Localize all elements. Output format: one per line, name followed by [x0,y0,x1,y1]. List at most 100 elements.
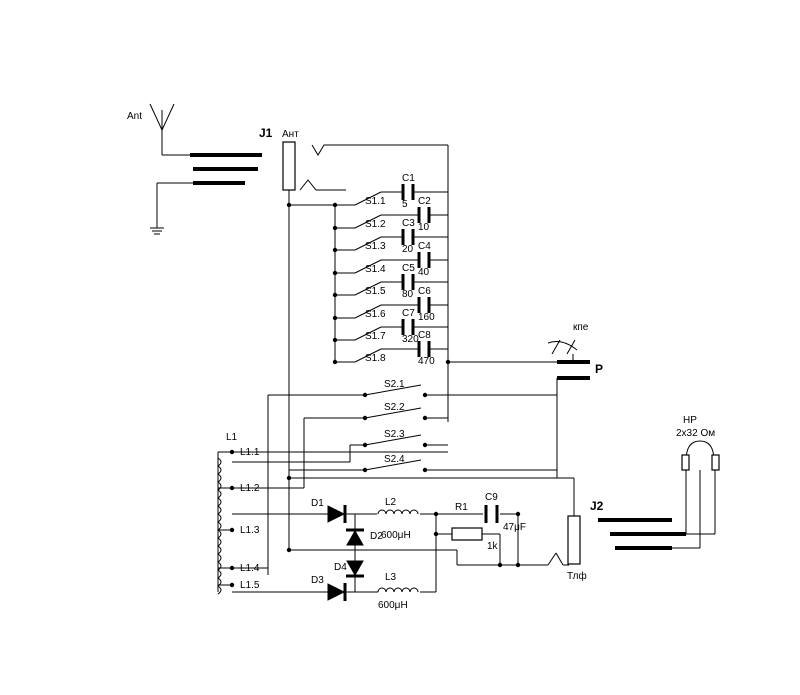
capacitor-value: 470 [418,356,435,367]
junction-dot [422,467,428,473]
junction-dot [286,475,292,481]
switch-label: S1.6 [365,309,386,320]
jack-j2 [547,477,686,566]
junction-dot [229,582,235,588]
switch-s1-4 [354,259,382,274]
diode-d2 [346,528,364,546]
bus-wires [288,145,557,550]
capacitor-label: C7 [402,308,415,319]
variable-cap-label: кпе [573,322,589,333]
junction-dot [286,202,292,208]
antenna-label: Ant [127,111,142,122]
capacitor-bank: S1.1C15S1.2C210S1.3C320S1.4C440S1.5C580S… [286,173,451,367]
junction-dot [229,485,235,491]
variable-cap-plate-label: P [595,362,603,376]
junction-dot [433,511,439,517]
capacitor-label: C2 [418,196,431,207]
switch-label: S2.1 [384,379,405,390]
junction-dot [445,359,451,365]
jack-j2-pin-label: Тлф [567,570,587,582]
junction-dot [332,270,338,276]
jack-j1-spring [299,144,448,191]
switch-s1-5 [354,281,382,296]
junction-dot [332,247,338,253]
capacitor-label: C1 [402,173,415,184]
capacitor-value: 10 [418,222,430,233]
capacitor-label: C8 [418,330,431,341]
junction-dot [515,511,521,517]
switch-s1-1 [354,191,382,206]
junction-dot [497,562,503,568]
junction-dot [515,562,521,568]
antenna-symbol [149,103,190,156]
junction-dot [332,315,338,321]
switch-s2-1 [364,384,422,396]
junction-dot [422,415,428,421]
junction-dot [332,202,338,208]
capacitor-value: 5 [402,199,408,210]
switch-s2-bank: S2.1S2.2S2.3S2.4 [232,379,558,575]
variable-capacitor [547,339,590,478]
choke-l2-label: L2 [385,497,397,508]
jack-j1-contacts [190,153,262,185]
switch-s2-2 [364,407,422,419]
switch-s1-3 [354,236,382,251]
junction-dot [332,225,338,231]
switch-s1-7 [354,326,382,341]
junction-dot [332,292,338,298]
coil-tap-label: L1.3 [240,525,260,536]
switch-s1-2 [354,214,382,229]
ground-symbol [150,182,193,235]
diode-d1 [327,505,347,523]
switch-label: S2.3 [384,429,405,440]
switch-label: S2.2 [384,402,405,413]
detector-wiring [232,513,548,593]
switch-s2-4 [364,459,422,471]
headphones-icon [672,440,720,549]
resistor-r1-value: 1k [487,541,499,552]
coil-tap-label: L1.2 [240,483,260,494]
capacitor-value: 160 [418,312,435,323]
headphones-label: HP [683,415,697,426]
jack-j2-label: J2 [590,499,604,513]
resistor-r1-label: R1 [455,502,468,513]
junction-dot [229,527,235,533]
switch-label: S1.2 [365,219,386,230]
switch-label: S1.5 [365,286,386,297]
switch-label: S1.7 [365,331,386,342]
capacitor-label: C6 [418,286,431,297]
switch-label: S1.8 [365,353,386,364]
diode-d3-label: D3 [311,575,324,586]
capacitor-value: 320 [402,334,419,345]
coil-tap-label: L1.5 [240,580,260,591]
diode-d4 [346,560,364,578]
junction-dot [422,392,428,398]
switch-s2-3 [364,434,422,446]
capacitor-label: C4 [418,241,431,252]
junction-dot [332,359,338,365]
jack-j1-label: J1 [259,126,273,140]
choke-l3-label: L3 [385,572,397,583]
choke-l3-value: 600μH [378,600,408,611]
coil-l1-label: L1 [226,432,238,443]
capacitor-value: 40 [418,267,430,278]
switch-label: S1.3 [365,241,386,252]
diode-d1-label: D1 [311,498,324,509]
capacitor-c9 [484,505,499,523]
capacitor-c9-label: C9 [485,492,498,503]
switch-s1-8 [354,348,382,363]
capacitor-label: C3 [402,218,415,229]
diode-d4-label: D4 [334,562,347,573]
switch-s1-6 [354,304,382,319]
capacitor-value: 80 [402,289,414,300]
junction-dot [332,337,338,343]
junction-dot [433,531,439,537]
capacitor-value: 20 [402,244,414,255]
capacitor-label: C5 [402,263,415,274]
switch-label: S1.1 [365,196,386,207]
choke-l2 [377,509,419,515]
jack-j2-plug [567,515,581,565]
diode-d3 [327,583,347,601]
choke-l2-value: 600μH [381,530,411,541]
